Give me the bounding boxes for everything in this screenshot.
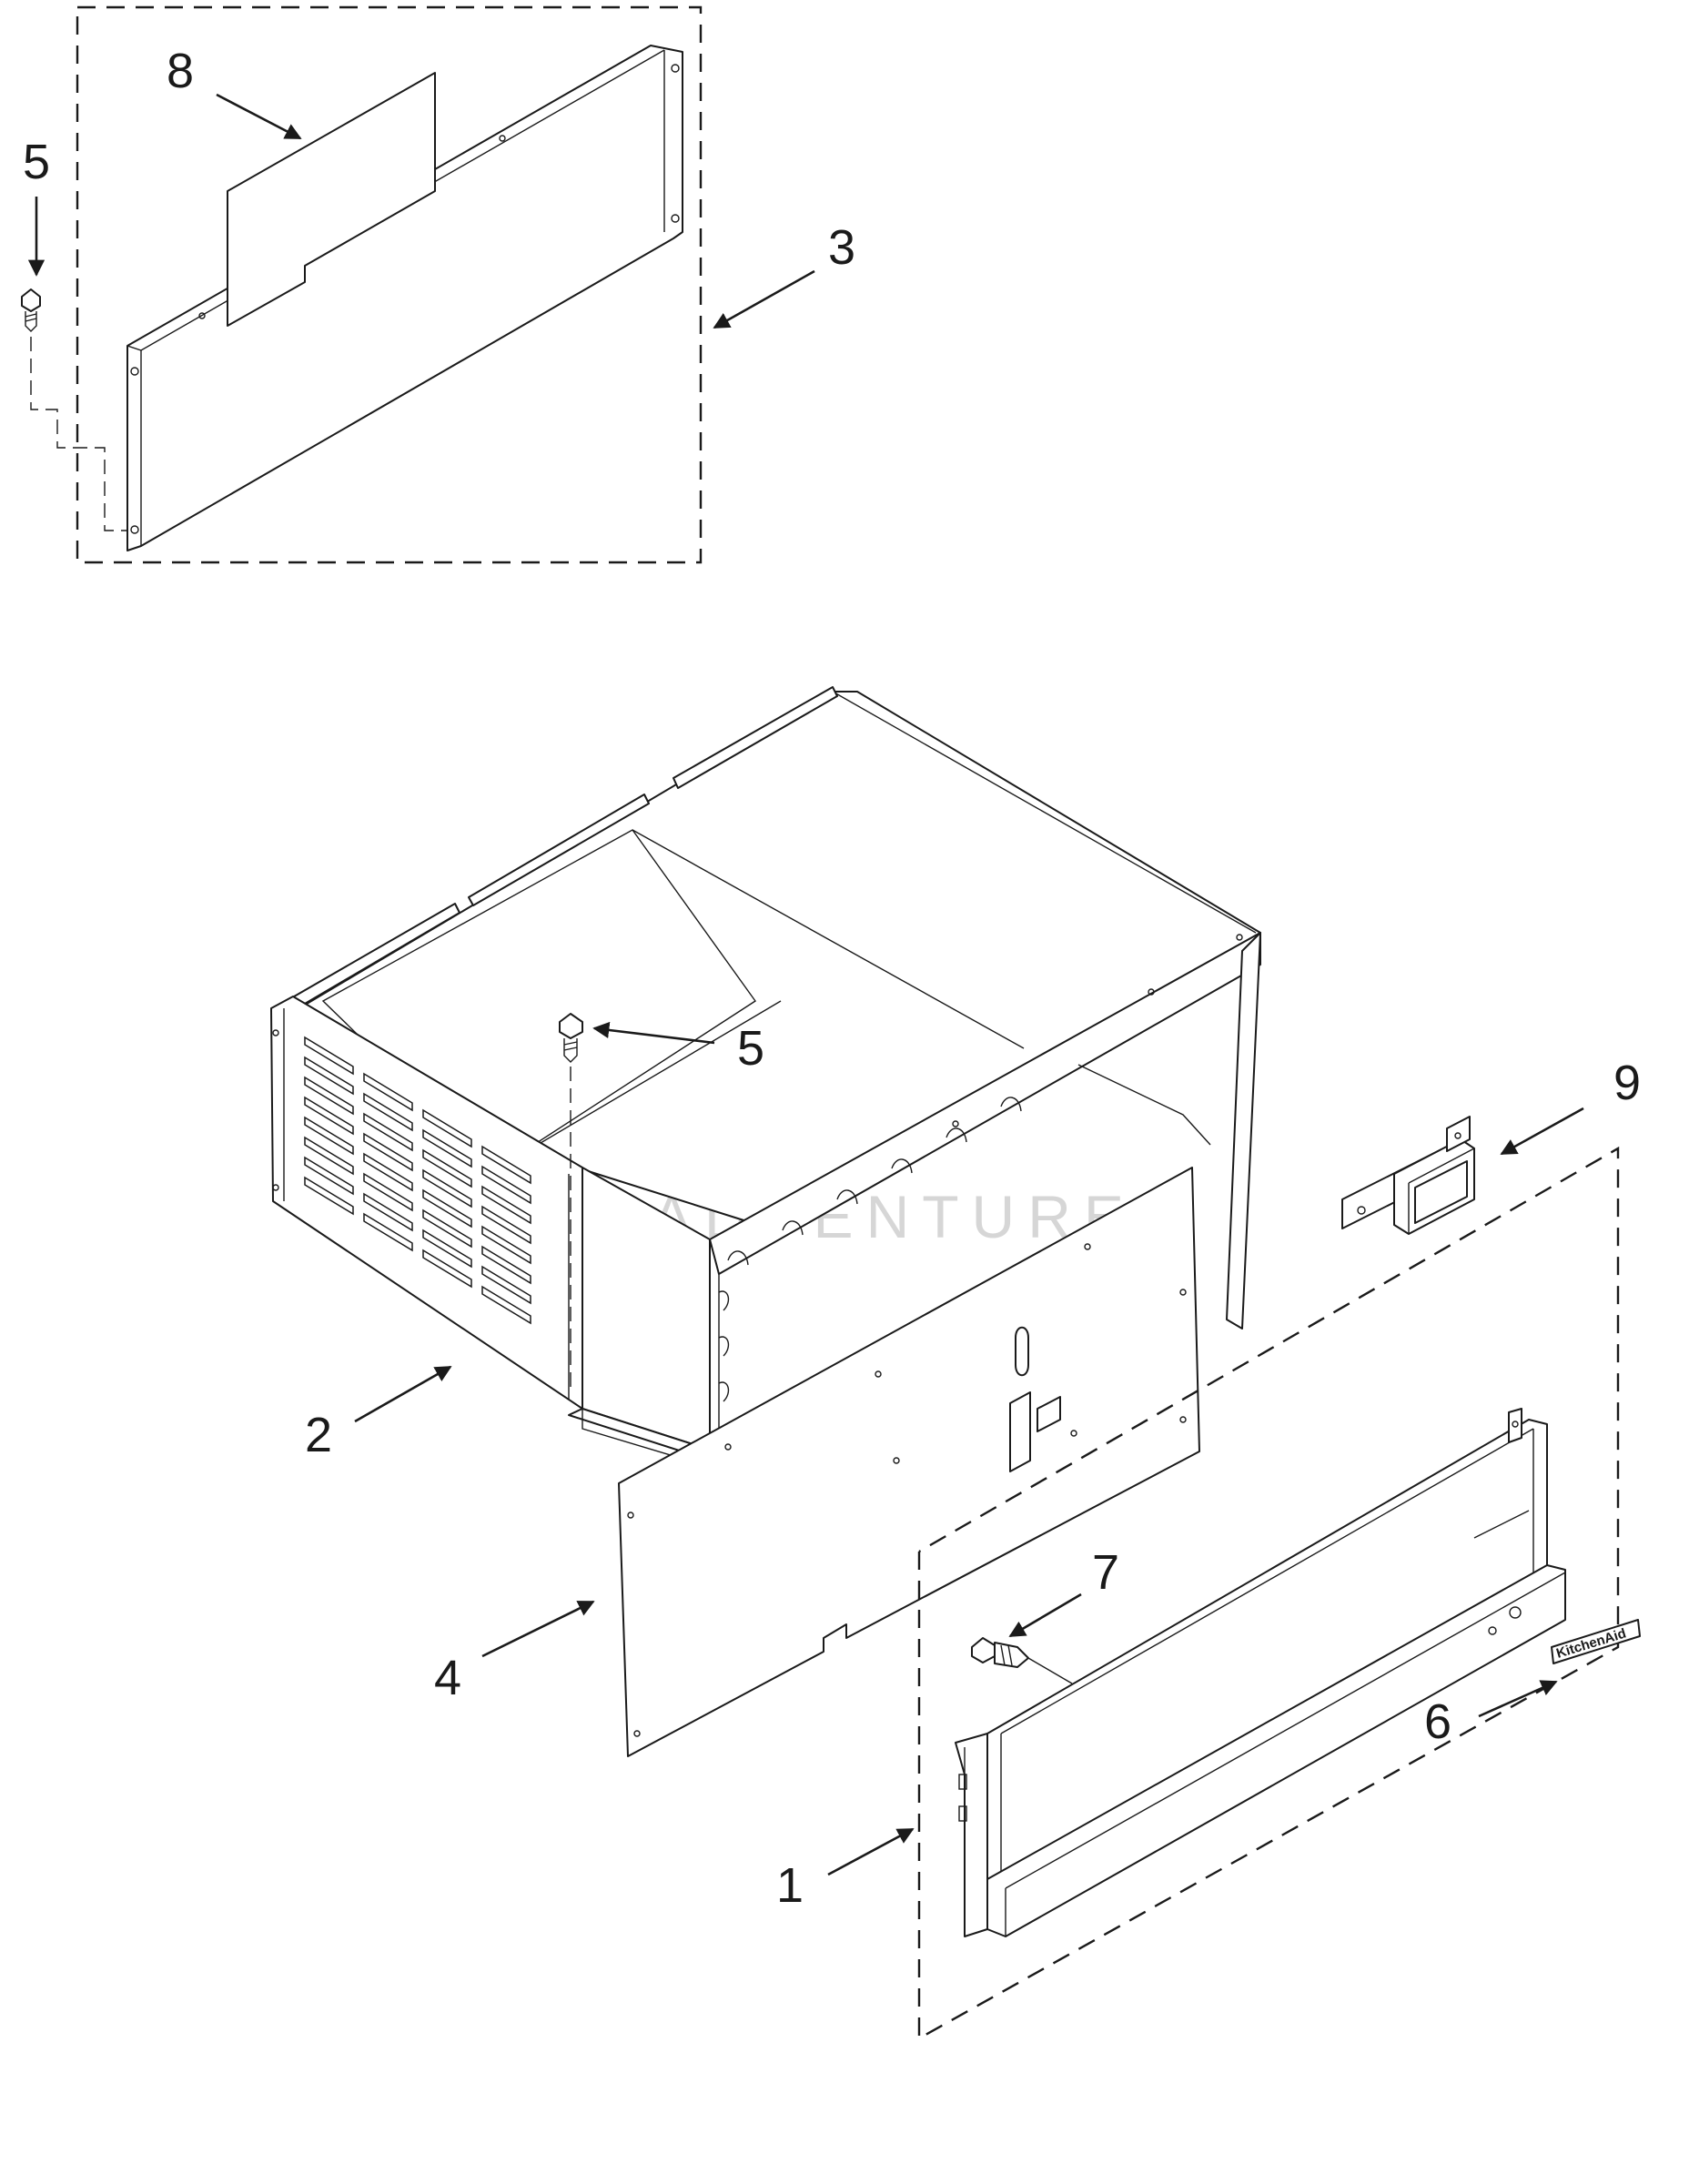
callout-arrows (27, 93, 1584, 1876)
arrow-7 (1008, 1592, 1082, 1638)
part-group-3 (76, 5, 703, 564)
arrow-9 (1500, 1107, 1584, 1156)
arrow-3 (713, 269, 815, 329)
part-group-1 (917, 1146, 1620, 2041)
arrow-6 (1478, 1680, 1558, 1718)
back-panel-slot (1015, 1326, 1029, 1377)
callout-6: 6 (1424, 1694, 1451, 1749)
arrow-5b (592, 1021, 715, 1045)
part-6-badge: KitchenAid (1551, 1619, 1641, 1664)
callout-9: 9 (1613, 1056, 1641, 1110)
part-7-screw (971, 1637, 1073, 1684)
part-5-screw-cabinet (559, 1013, 583, 1388)
callout-3: 3 (828, 220, 855, 275)
callout-5-cabinet: 5 (737, 1021, 764, 1076)
callout-2: 2 (305, 1408, 332, 1462)
arrow-8 (216, 93, 302, 140)
callout-4: 4 (434, 1651, 461, 1705)
arrow-4 (481, 1600, 595, 1658)
callout-5-top: 5 (23, 135, 50, 189)
callout-8: 8 (167, 44, 194, 98)
arrow-2 (354, 1365, 452, 1423)
part-9-bracket (1341, 1116, 1475, 1235)
callout-1: 1 (776, 1858, 804, 1913)
callout-labels: 8 5 3 5 9 2 7 4 6 1 (23, 44, 1641, 1913)
part-3-top-panel (126, 45, 683, 551)
callout-7: 7 (1092, 1545, 1119, 1600)
part-5-screw-top (21, 288, 127, 531)
badge-logo-text: KitchenAid (1554, 1625, 1628, 1661)
part-2-cabinet (270, 686, 1261, 1468)
group-1-dashed-boundary (917, 1146, 1620, 2041)
part-8-label-card (227, 72, 436, 327)
part-4-back-panel (618, 1167, 1200, 1757)
arrow-1 (827, 1827, 915, 1876)
group-3-dashed-boundary (76, 5, 703, 564)
cabinet-vent-grille (304, 1036, 531, 1325)
